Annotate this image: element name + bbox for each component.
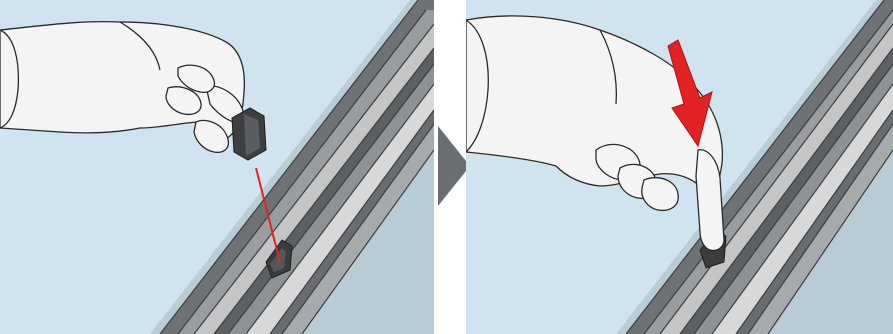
- panel-step-1: [0, 0, 434, 334]
- next-step-chevron-icon: [438, 126, 470, 206]
- panel-step-2: [466, 0, 893, 334]
- clip-part: [232, 108, 266, 160]
